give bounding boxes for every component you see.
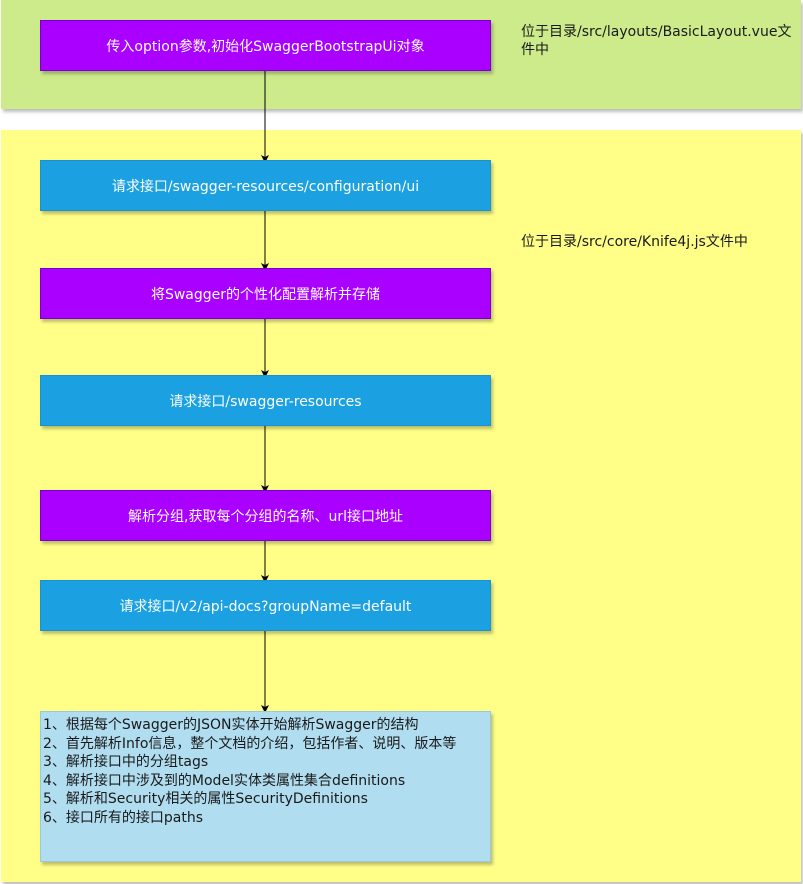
step-request-api-docs: 请求接口/v2/api-docs?groupName=default: [40, 580, 491, 631]
step-request-config: 请求接口/swagger-resources/configuration/ui: [40, 160, 491, 211]
detail-line: 2、首先解析Info信息，整个文档的介绍，包括作者、说明、版本等: [43, 735, 457, 752]
step-parse-groups: 解析分组,获取每个分组的名称、url接口地址: [40, 490, 491, 541]
parse-details-box: 1、根据每个Swagger的JSON实体开始解析Swagger的结构 2、首先解…: [40, 711, 491, 862]
step-init: 传入option参数,初始化SwaggerBootstrapUi对象: [40, 20, 491, 71]
note-basic-layout: 位于目录/src/layouts/BasicLayout.vue文件中: [521, 24, 792, 58]
detail-line: 1、根据每个Swagger的JSON实体开始解析Swagger的结构: [43, 717, 419, 733]
step-request-resources: 请求接口/swagger-resources: [40, 375, 491, 426]
step-parse-config: 将Swagger的个性化配置解析并存储: [40, 268, 491, 319]
detail-line: 3、解析接口中的分组tags: [43, 754, 209, 770]
note-knife4j: 位于目录/src/core/Knife4j.js文件中: [521, 234, 748, 250]
detail-line: 6、接口所有的接口paths: [43, 809, 204, 826]
detail-line: 4、解析接口中涉及到的Model实体类属性集合definitions: [43, 772, 406, 789]
detail-line: 5、解析和Security相关的属性SecurityDefinitions: [43, 791, 368, 807]
